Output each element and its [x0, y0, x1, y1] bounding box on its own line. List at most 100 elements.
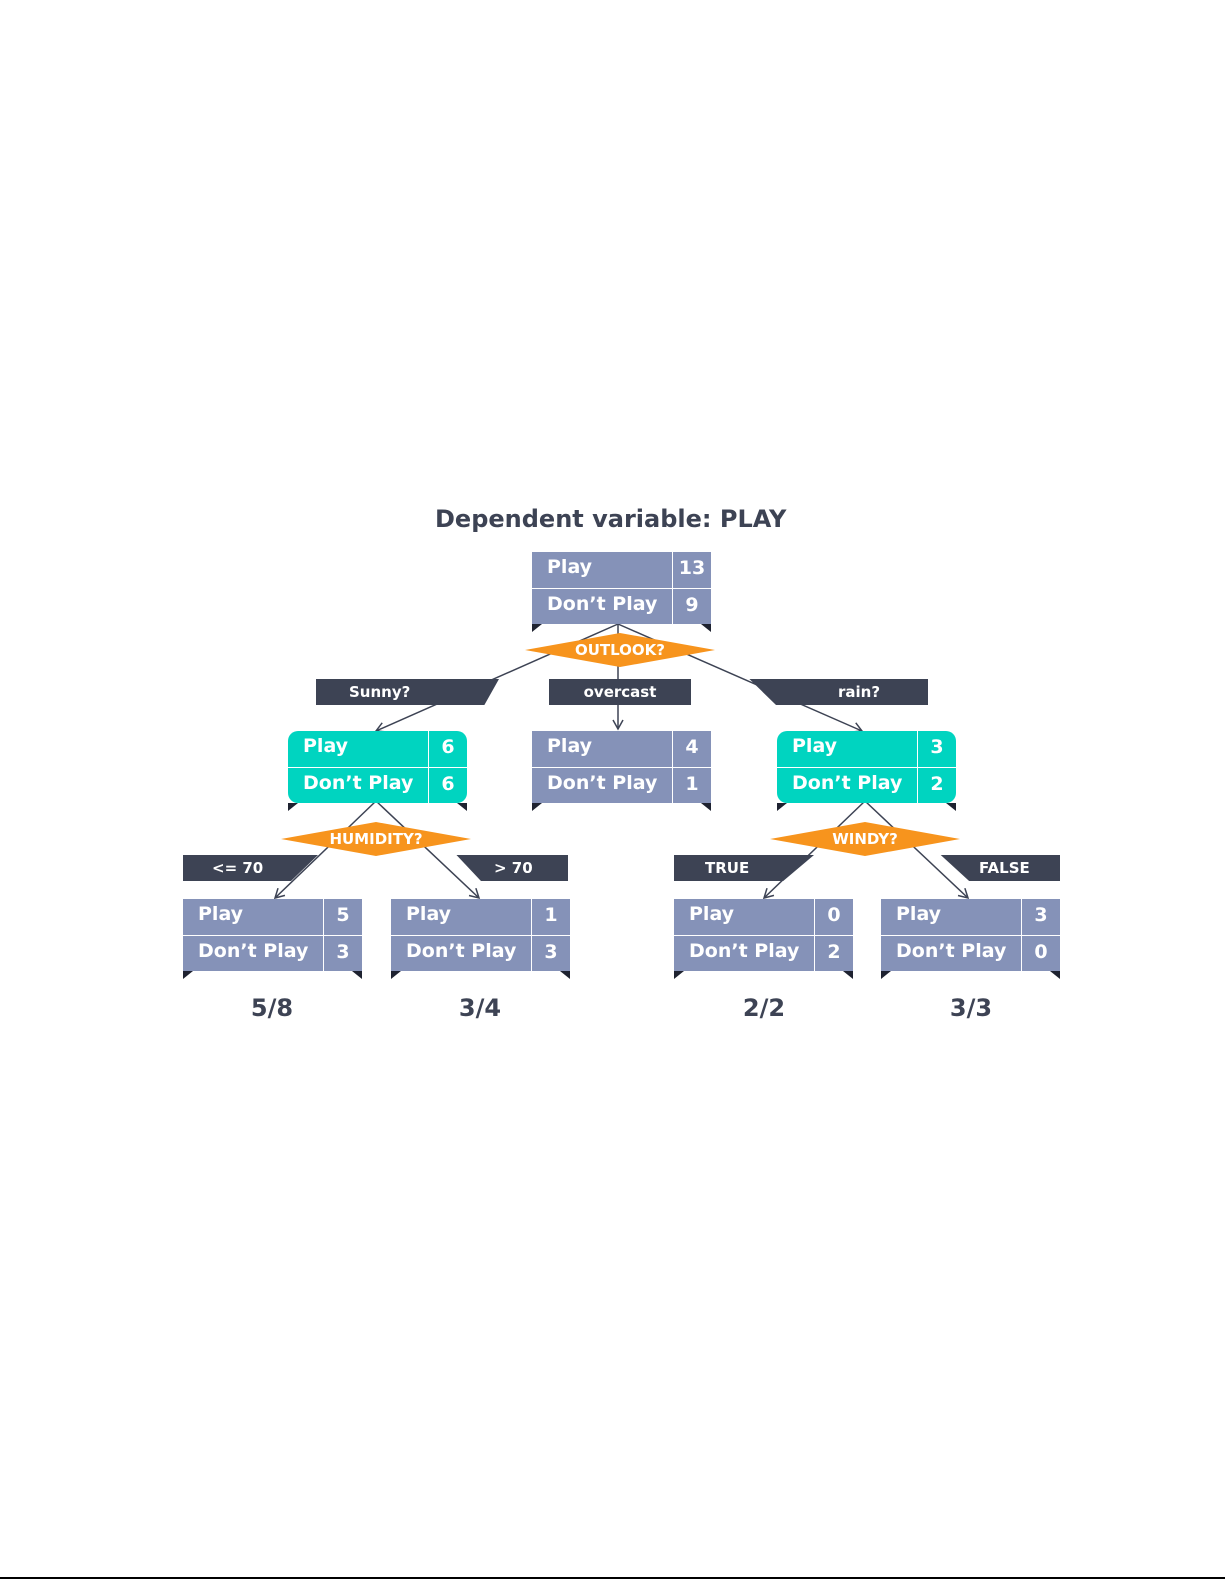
play-count: 1	[544, 904, 558, 926]
node-foot	[674, 971, 853, 979]
dont-play-label: Don’t Play	[896, 940, 1007, 962]
diamond-shape	[525, 633, 715, 667]
dont-play-count: 0	[1034, 941, 1048, 963]
node-foot	[183, 971, 362, 979]
dont-play-count: 1	[685, 773, 699, 795]
branch-text: overcast	[583, 683, 657, 701]
branch-label-sunny: Sunny?	[316, 679, 499, 705]
edge-windy-left	[762, 800, 866, 900]
edge-humidity-left	[273, 800, 377, 900]
rain-node: Play 3 Don’t Play 2	[777, 731, 956, 811]
diamond-shape	[770, 822, 960, 856]
decision-label: OUTLOOK?	[574, 641, 665, 659]
humidity-decision: HUMIDITY?	[281, 822, 471, 856]
play-row: Play 1	[391, 899, 570, 935]
dont-play-row: Don’t Play 9	[532, 588, 711, 624]
dont-play-count: 9	[685, 594, 699, 616]
dont-play-count: 3	[544, 941, 558, 963]
dont-play-count: 6	[441, 773, 455, 795]
play-count: 13	[678, 557, 706, 579]
play-count: 5	[336, 904, 350, 926]
dont-play-count: 2	[930, 773, 944, 795]
branch-text: <= 70	[212, 859, 264, 877]
column-divider	[531, 899, 532, 971]
column-divider	[814, 899, 815, 971]
dont-play-count: 2	[827, 941, 841, 963]
sunny-node: Play 6 Don’t Play 6	[288, 731, 467, 811]
branch-text: Sunny?	[349, 683, 411, 701]
play-label: Play	[406, 903, 452, 925]
dont-play-row: Don’t Play 2	[777, 767, 956, 803]
play-row: Play 4	[532, 731, 711, 767]
leaf-fraction: 3/3	[949, 994, 993, 1022]
column-divider	[917, 731, 918, 803]
node-foot	[777, 803, 956, 811]
play-count: 3	[1034, 904, 1048, 926]
column-divider	[323, 899, 324, 971]
dont-play-row: Don’t Play 3	[183, 935, 362, 971]
dont-play-count: 3	[336, 941, 350, 963]
leaf-humidity-high: Play 1 Don’t Play 3	[391, 899, 570, 979]
decision-label: WINDY?	[832, 830, 898, 848]
branch-text: rain?	[838, 683, 881, 701]
dont-play-label: Don’t Play	[792, 772, 903, 794]
dont-play-label: Don’t Play	[689, 940, 800, 962]
node-foot	[881, 971, 1060, 979]
dont-play-row: Don’t Play 1	[532, 767, 711, 803]
dont-play-label: Don’t Play	[547, 593, 658, 615]
dont-play-row: Don’t Play 2	[674, 935, 853, 971]
play-label: Play	[303, 735, 349, 757]
dont-play-label: Don’t Play	[406, 940, 517, 962]
branch-text: TRUE	[705, 859, 750, 877]
column-divider	[428, 731, 429, 803]
play-row: Play 6	[288, 731, 467, 767]
play-label: Play	[689, 903, 735, 925]
edge-humidity-right	[375, 800, 481, 900]
leaf-fraction: 3/4	[458, 994, 502, 1022]
play-row: Play 0	[674, 899, 853, 935]
dont-play-row: Don’t Play 3	[391, 935, 570, 971]
leaf-windy-true: Play 0 Don’t Play 2	[674, 899, 853, 979]
root-node: Play 13 Don’t Play 9	[532, 552, 711, 632]
branch-text: FALSE	[979, 859, 1030, 877]
play-count: 3	[930, 736, 944, 758]
play-label: Play	[547, 556, 593, 578]
dont-play-row: Don’t Play 6	[288, 767, 467, 803]
edge-windy-right	[864, 800, 970, 900]
branch-text: > 70	[494, 859, 533, 877]
branch-label-rain: rain?	[749, 679, 928, 705]
dont-play-label: Don’t Play	[547, 772, 658, 794]
dont-play-label: Don’t Play	[198, 940, 309, 962]
node-foot	[391, 971, 570, 979]
diamond-shape	[281, 822, 471, 856]
play-label: Play	[792, 735, 838, 757]
column-divider	[672, 552, 673, 624]
play-label: Play	[547, 735, 593, 757]
page-bottom-rule	[0, 1577, 1225, 1579]
play-count: 4	[685, 736, 699, 758]
node-foot	[532, 803, 711, 811]
diagram-title: Dependent variable: PLAY	[435, 505, 787, 533]
outlook-decision: OUTLOOK?	[525, 633, 715, 667]
dont-play-row: Don’t Play 0	[881, 935, 1060, 971]
node-foot	[288, 803, 467, 811]
overcast-node: Play 4 Don’t Play 1	[532, 731, 711, 811]
play-row: Play 3	[777, 731, 956, 767]
column-divider	[1021, 899, 1022, 971]
play-row: Play 13	[532, 552, 711, 588]
play-label: Play	[896, 903, 942, 925]
node-foot	[532, 624, 711, 632]
windy-decision: WINDY?	[770, 822, 960, 856]
leaf-fraction: 2/2	[742, 994, 786, 1022]
decision-label: HUMIDITY?	[329, 830, 423, 848]
column-divider	[672, 731, 673, 803]
play-row: Play 3	[881, 899, 1060, 935]
dont-play-label: Don’t Play	[303, 772, 414, 794]
play-count: 6	[441, 736, 455, 758]
leaf-fraction: 5/8	[250, 994, 294, 1022]
play-count: 0	[827, 904, 841, 926]
leaf-windy-false: Play 3 Don’t Play 0	[881, 899, 1060, 979]
branch-label-overcast: overcast	[549, 679, 691, 705]
